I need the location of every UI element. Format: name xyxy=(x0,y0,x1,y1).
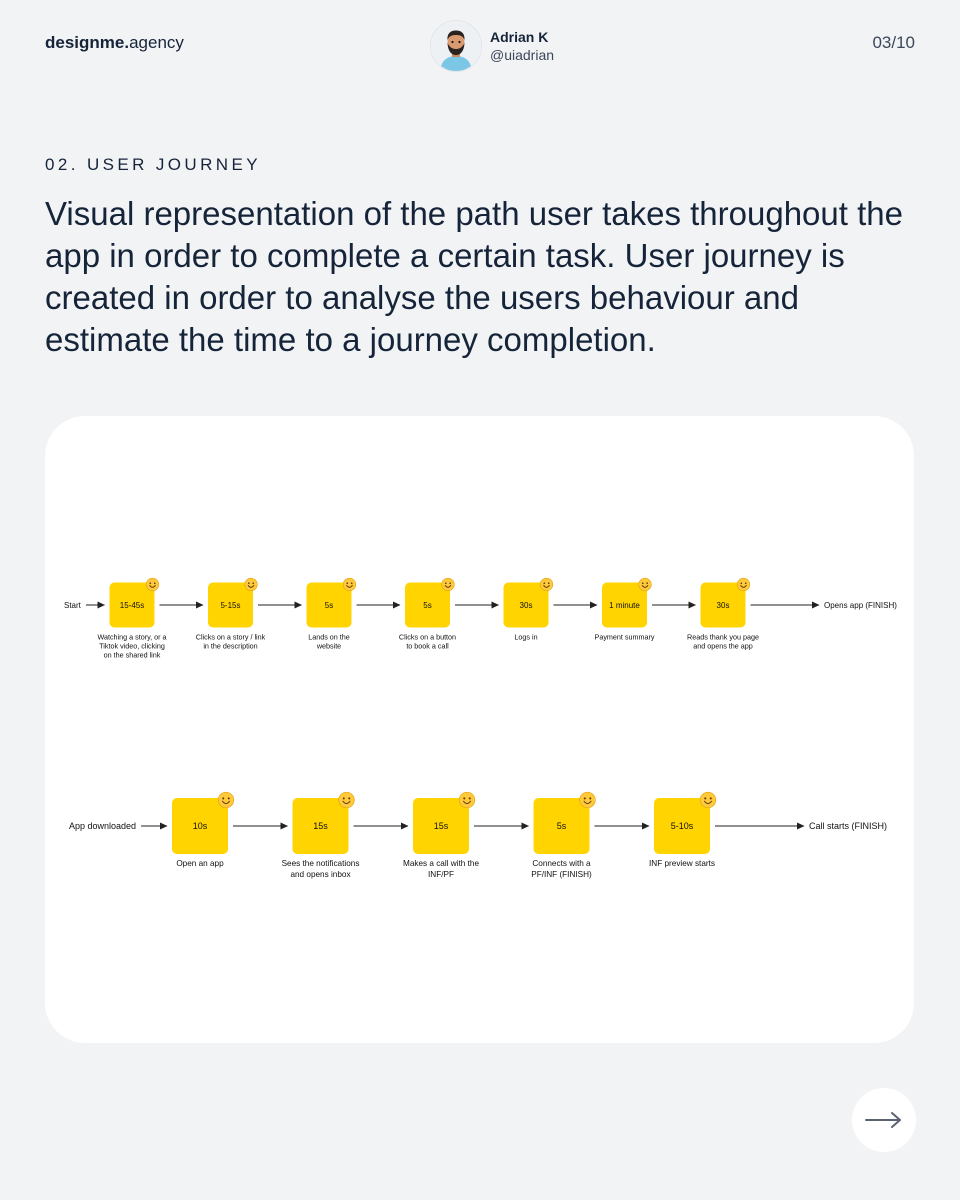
journey-step-sticky-note xyxy=(208,582,253,628)
author-name: Adrian K xyxy=(490,29,549,45)
smiley-icon xyxy=(699,791,717,809)
journey-step-sticky-note xyxy=(405,582,450,628)
journey-step-sticky-note xyxy=(700,582,746,628)
journey-step-time: 5-15s xyxy=(220,601,240,610)
smiley-icon xyxy=(638,577,652,592)
journey-step-sticky-note xyxy=(413,798,469,854)
journey-step-time: 15s xyxy=(434,821,449,831)
journey-step-time: 15s xyxy=(313,821,328,831)
journey-step-sticky-note xyxy=(503,582,549,628)
smiley-icon xyxy=(145,577,160,592)
arrow-right-icon xyxy=(865,1112,901,1128)
smiley-icon xyxy=(217,791,235,809)
journey-step-time: 5s xyxy=(325,601,333,610)
journey-2-start-label: App downloaded xyxy=(69,821,136,831)
journey-step-time: 5s xyxy=(557,821,567,831)
next-slide-button[interactable] xyxy=(852,1088,916,1152)
smiley-icon xyxy=(458,791,476,809)
journey-step-sticky-note xyxy=(172,798,228,854)
section-label: 02. USER JOURNEY xyxy=(45,155,261,174)
journey-step-time: 5-10s xyxy=(671,821,694,831)
journey-step-time: 5s xyxy=(423,601,431,610)
journey-1-start-label: Start xyxy=(64,601,82,610)
smiley-icon xyxy=(736,577,751,592)
journey-step-caption: Open an app xyxy=(176,859,224,868)
smiley-icon xyxy=(244,577,258,592)
avatar-illustration-icon xyxy=(431,21,481,71)
journey-2-end-label: Call starts (FINISH) xyxy=(809,821,887,831)
journey-step-time: 1 minute xyxy=(609,601,640,610)
journey-step-time: 10s xyxy=(193,821,208,831)
smiley-icon xyxy=(579,791,596,809)
journey-step-caption: Payment summary xyxy=(595,633,655,642)
journey-step-time: 30s xyxy=(520,601,533,610)
journey-step-sticky-note xyxy=(292,798,349,854)
journey-step-sticky-note xyxy=(602,582,647,628)
journey-step-sticky-note xyxy=(654,798,710,854)
author-block: Adrian K @uiadrian xyxy=(430,20,554,72)
journey-step-time: 30s xyxy=(717,601,730,610)
brand-logo: designme.agency xyxy=(45,33,184,53)
smiley-icon xyxy=(338,791,355,809)
journey-step-caption: INF preview starts xyxy=(649,859,715,868)
journey-1-end-label: Opens app (FINISH) xyxy=(824,601,897,610)
journey-step-sticky-note xyxy=(109,582,155,628)
brand-name-regular: agency xyxy=(129,33,184,52)
brand-name-bold: designme. xyxy=(45,33,130,52)
page-number: 03/10 xyxy=(872,33,915,52)
journey-step-time: 15-45s xyxy=(120,601,144,610)
smiley-icon xyxy=(342,577,357,592)
journey-step-sticky-note xyxy=(533,798,590,854)
avatar xyxy=(430,20,482,72)
section-description: Visual representation of the path user t… xyxy=(45,195,903,358)
smiley-icon xyxy=(441,577,455,592)
author-handle: @uiadrian xyxy=(490,47,555,63)
journey-step-sticky-note xyxy=(306,582,352,628)
journey-step-caption: Logs in xyxy=(514,633,537,642)
smiley-icon xyxy=(539,577,554,592)
